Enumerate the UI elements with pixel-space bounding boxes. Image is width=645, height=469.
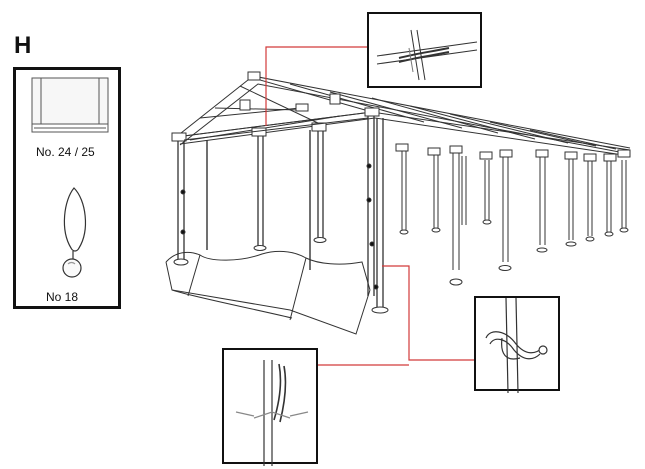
front-eave-inner xyxy=(179,117,376,145)
part-label-bungee: No 18 xyxy=(46,290,79,304)
side-wall-panel-icon xyxy=(31,77,109,133)
ridge-joint-detail xyxy=(367,12,482,88)
leader-lines xyxy=(265,46,474,366)
part-label-wall: No. 24 / 25 xyxy=(36,145,95,159)
ball-bungee-icon xyxy=(62,187,86,278)
side-eave-inner xyxy=(374,117,631,157)
sleeve-on-pole-icon xyxy=(235,360,309,466)
side-eave xyxy=(371,111,631,151)
bungee-hook-detail xyxy=(474,296,560,393)
ridge-pole-inner xyxy=(179,83,631,155)
step-letter: H xyxy=(14,32,32,59)
parts-panel: No. 24 / 25 No 18 xyxy=(13,67,121,309)
pole-sleeve-detail xyxy=(222,348,318,466)
bungee-hook-icon xyxy=(485,298,548,393)
pole-joint-icon xyxy=(376,29,478,81)
